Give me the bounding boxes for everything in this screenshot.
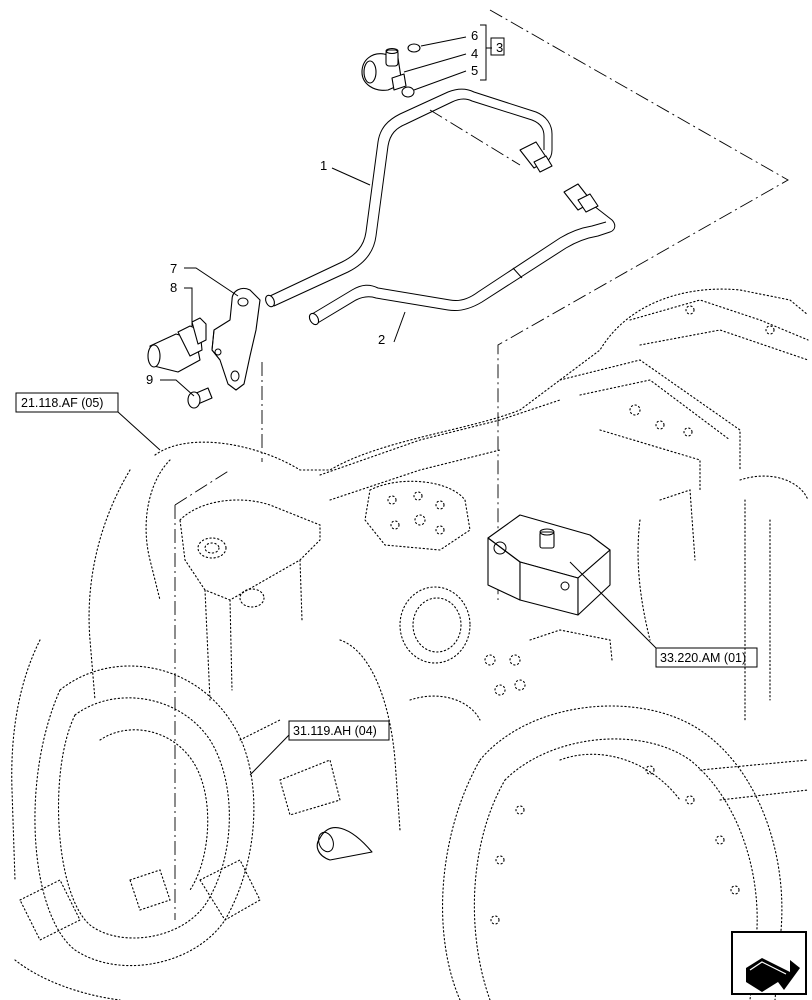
callout-1: 1 <box>320 158 327 173</box>
transmission-housing <box>11 288 809 1000</box>
ref-label-31-119-ah[interactable]: 31.119.AH (04) <box>293 724 377 738</box>
tube-part-1 <box>265 88 553 308</box>
seal-ring-part-5 <box>401 86 415 98</box>
bracket-part-7 <box>211 287 261 391</box>
callout-8: 8 <box>170 280 177 295</box>
connector-part-8 <box>147 317 207 373</box>
tube-part-2 <box>308 183 616 326</box>
callout-7: 7 <box>170 261 177 276</box>
callout-2: 2 <box>378 332 385 347</box>
elbow-fitting-part-4 <box>361 48 407 91</box>
next-page-arrow-icon[interactable] <box>731 931 807 995</box>
callout-leaders <box>117 24 657 776</box>
callout-4: 4 <box>471 46 478 61</box>
callout-3: 3 <box>496 40 503 55</box>
callout-5: 5 <box>471 63 478 78</box>
assembly-boundary-lines <box>174 9 789 920</box>
callout-9: 9 <box>146 372 153 387</box>
callout-3-box <box>490 37 505 56</box>
reference-labels[interactable]: 21.118.AF (05) 33.220.AM (01) 31.119.AH … <box>15 392 758 741</box>
callout-6: 6 <box>471 28 478 43</box>
valve-block <box>487 514 611 616</box>
ref-label-21-118-af[interactable]: 21.118.AF (05) <box>21 396 103 410</box>
o-ring-part-6 <box>407 43 421 53</box>
callout-numbers: 1 2 3 4 5 6 7 8 9 <box>146 28 503 387</box>
bolt-part-9 <box>187 387 213 409</box>
ref-label-33-220-am[interactable]: 33.220.AM (01) <box>660 651 746 665</box>
